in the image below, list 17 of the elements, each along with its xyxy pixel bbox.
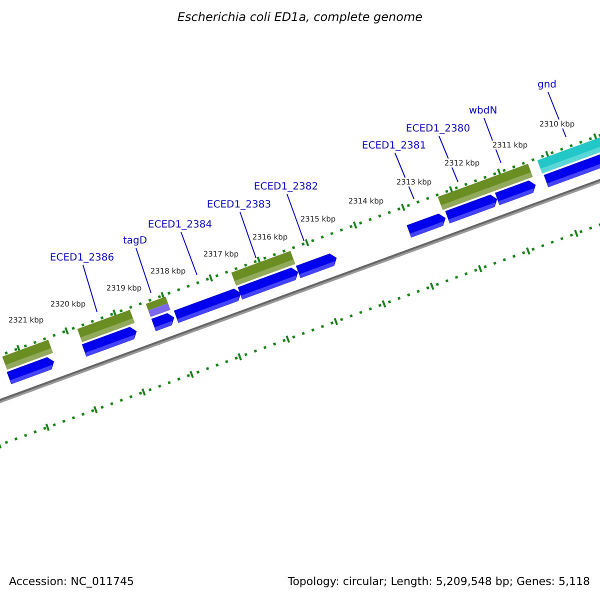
gene-label: ECED1_2381 [362, 140, 426, 152]
leader-line [240, 212, 256, 258]
leader-line [136, 248, 152, 294]
gene-label: wbdN [468, 106, 498, 116]
gene-label: ECED1_2382 [254, 182, 318, 192]
leader-line [286, 194, 304, 242]
leader-line [82, 264, 98, 312]
accession-text: Accession: NC_011745 [9, 575, 134, 588]
title: Escherichia coli ED1a, complete genome [176, 10, 424, 24]
gene-label: ECED1_2383 [206, 200, 272, 210]
gene-label: ECED1_2384 [148, 220, 212, 230]
gene-label: ECED1_2380 [406, 124, 470, 134]
genome-info-text: Topology: circular; Length: 5,209,548 bp; Genes: 5,118 [288, 575, 590, 588]
gene-label: gnd [537, 80, 557, 90]
gene-label: ECED1_2386 [50, 252, 114, 264]
gene-label: tagD [122, 236, 148, 246]
leader-line [180, 232, 198, 276]
